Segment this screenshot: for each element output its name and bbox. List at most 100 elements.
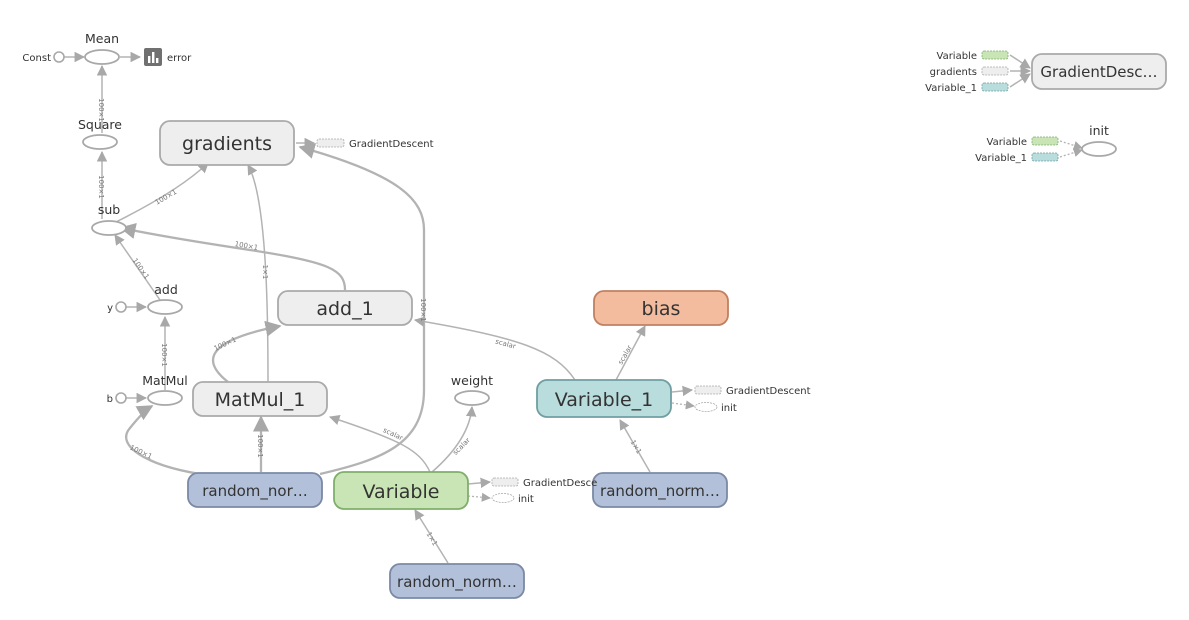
node-random-norm-right-label: random_norm… xyxy=(600,482,720,501)
edge-initin-variable xyxy=(1059,140,1083,150)
node-y[interactable]: y xyxy=(107,301,127,314)
node-variable-1[interactable]: Variable_1 xyxy=(536,379,672,418)
node-mean[interactable]: Mean xyxy=(84,31,120,65)
node-variable-1-label: Variable_1 xyxy=(555,389,654,411)
node-random-norm-bottom[interactable]: random_norm… xyxy=(389,563,525,599)
node-variable-label: Variable xyxy=(363,481,440,503)
edge-variable-gd xyxy=(467,477,492,489)
edges xyxy=(64,51,1083,564)
node-add-label: add xyxy=(154,282,178,297)
op-nodes: Mean Const error Square sub add xyxy=(22,31,1117,406)
edge-label-matmul1-add1: 100×1 xyxy=(213,336,238,353)
node-sub[interactable]: sub xyxy=(91,202,127,236)
edge-label-variable1-add1: scalar xyxy=(494,337,516,350)
node-matmul[interactable]: MatMul xyxy=(142,373,188,406)
node-add-1[interactable]: add_1 xyxy=(277,290,413,326)
node-sub-label: sub xyxy=(98,202,120,217)
node-random-nor-label: random_nor… xyxy=(202,482,308,501)
node-add[interactable]: add xyxy=(147,282,183,315)
node-const-label: Const xyxy=(22,53,51,64)
edge-random-matmul xyxy=(125,405,201,476)
edge-sub-gradients xyxy=(115,162,209,223)
aux-variable1-gd-label: GradientDescent xyxy=(726,386,811,397)
edge-variable-init xyxy=(467,492,491,502)
node-matmul-label: MatMul xyxy=(142,373,188,388)
edge-label-random-matmul1: 100×1 xyxy=(256,434,264,458)
edge-gdin-variable xyxy=(1009,54,1031,69)
aux-nodes: GradientDescent GradientDescent init Gra… xyxy=(316,50,1059,506)
aux-variable1-init-label: init xyxy=(721,403,737,414)
aux-gdin-variable-1-label: Variable_1 xyxy=(925,83,977,94)
node-mean-label: Mean xyxy=(85,31,119,46)
node-b-label: b xyxy=(107,394,113,405)
edge-add1-sub xyxy=(119,223,347,291)
node-matmul-1-label: MatMul_1 xyxy=(215,389,306,411)
aux-variable-init[interactable]: init xyxy=(491,493,534,506)
edge-label-add1-sub: 100×1 xyxy=(234,240,259,252)
edge-random-gradients xyxy=(298,143,426,476)
node-bias-label: bias xyxy=(642,298,681,320)
node-matmul-1[interactable]: MatMul_1 xyxy=(192,381,328,417)
edge-random-variable1 xyxy=(619,419,651,473)
edge-variable1-bias xyxy=(615,325,646,381)
edge-label-random-variable1: 1×1 xyxy=(629,439,643,456)
node-gradients-label: gradients xyxy=(182,133,272,155)
edge-label-variable-weight: scalar xyxy=(451,436,472,457)
node-init[interactable]: init xyxy=(1081,123,1117,157)
edge-label-sub-square: 100×1 xyxy=(97,175,105,199)
edge-label-matmul1-gradients: 1×1 xyxy=(261,265,269,280)
aux-gradients-gd-label: GradientDescent xyxy=(349,139,434,150)
node-gradient-descent-label: GradientDesc… xyxy=(1040,63,1157,81)
aux-initin-variable-1-label: Variable_1 xyxy=(975,153,1027,164)
node-gradients[interactable]: gradients xyxy=(159,120,295,166)
edge-label-square-mean: 100×1 xyxy=(97,98,105,122)
edge-variable1-init xyxy=(671,400,695,410)
node-variable[interactable]: Variable xyxy=(333,471,469,510)
edge-variable1-add1 xyxy=(413,316,576,381)
aux-initin-variable-label: Variable xyxy=(987,137,1028,148)
edge-gdin-variable1 xyxy=(1009,73,1031,88)
node-random-nor[interactable]: random_nor… xyxy=(187,472,323,508)
node-b[interactable]: b xyxy=(107,392,127,405)
node-y-label: y xyxy=(107,303,113,314)
node-add-1-label: add_1 xyxy=(316,298,373,320)
edge-variable-matmul1 xyxy=(329,414,431,473)
node-const[interactable]: Const xyxy=(22,51,65,64)
aux-initin-variable-1[interactable]: Variable_1 xyxy=(975,152,1059,164)
aux-gdin-variable-label: Variable xyxy=(937,51,978,62)
edge-add-sub xyxy=(114,234,161,301)
aux-variable-init-label: init xyxy=(518,494,534,505)
node-random-norm-bottom-label: random_norm… xyxy=(397,573,517,592)
node-bias[interactable]: bias xyxy=(593,290,729,326)
node-square[interactable]: Square xyxy=(78,117,122,150)
node-error-label: error xyxy=(167,53,192,64)
aux-gdin-gradients-label: gradients xyxy=(930,67,977,78)
edge-variable-weight xyxy=(431,405,477,473)
aux-gdin-gradients[interactable]: gradients xyxy=(930,66,1009,78)
aux-variable1-init[interactable]: init xyxy=(694,402,737,415)
aux-variable1-gd[interactable]: GradientDescent xyxy=(694,385,811,397)
group-nodes: gradients add_1 MatMul_1 bias Variable_1… xyxy=(159,53,1167,599)
aux-variable-gd-label: GradientDesce xyxy=(523,478,597,489)
node-random-norm-right[interactable]: random_norm… xyxy=(592,472,728,508)
node-weight[interactable]: weight xyxy=(451,373,493,406)
node-error[interactable]: error xyxy=(144,48,192,66)
aux-gdin-variable[interactable]: Variable xyxy=(937,50,1009,62)
edge-matmul1-gradients xyxy=(247,164,269,383)
edge-random-variable xyxy=(414,509,449,564)
edge-label-random-gradients: 100×1 xyxy=(419,298,427,322)
node-square-label: Square xyxy=(78,117,122,132)
edge-label-sub-gradients: 100×1 xyxy=(154,188,179,207)
edge-label-random-matmul: 100×1 xyxy=(128,444,153,461)
edge-label-matmul-add: 100×1 xyxy=(160,343,168,367)
edge-label-add-sub: 100×1 xyxy=(131,257,151,281)
aux-gdin-variable-1[interactable]: Variable_1 xyxy=(925,82,1009,94)
edge-variable1-gd xyxy=(671,385,694,397)
node-gradient-descent[interactable]: GradientDesc… xyxy=(1031,53,1167,90)
node-init-label: init xyxy=(1089,123,1109,138)
aux-initin-variable[interactable]: Variable xyxy=(987,136,1059,148)
aux-variable-gd[interactable]: GradientDesce xyxy=(491,477,597,489)
edge-label-variable1-bias: scalar xyxy=(617,344,634,366)
aux-gradients-gd[interactable]: GradientDescent xyxy=(316,138,434,150)
